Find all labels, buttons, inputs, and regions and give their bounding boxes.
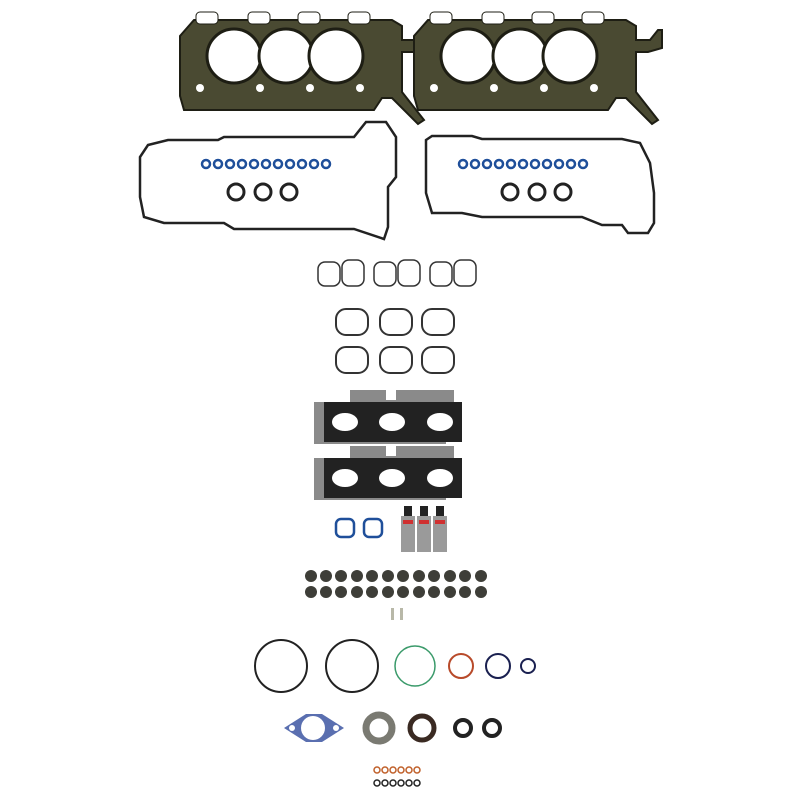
head-gasket-left [178,10,430,126]
valve-cover-gasket-right [424,134,656,235]
crankshaft-seals [362,711,502,745]
head-gasket-right [412,10,664,126]
small-orings-black [373,779,421,787]
upper-intake-gaskets [317,259,477,287]
exhaust-manifold-gasket-bottom [314,446,462,500]
large-orings [254,639,536,693]
valve-cover-gasket-left [138,120,398,241]
small-orings-orange [373,766,421,774]
sealant-tubes [401,506,447,552]
valve-stem-seals [305,570,487,598]
lower-intake-gaskets [335,308,455,374]
dowel-pins [391,608,403,620]
blue-port-gaskets [334,517,384,539]
exhaust-manifold-gasket-top [314,390,462,444]
flange-gasket [284,714,344,742]
